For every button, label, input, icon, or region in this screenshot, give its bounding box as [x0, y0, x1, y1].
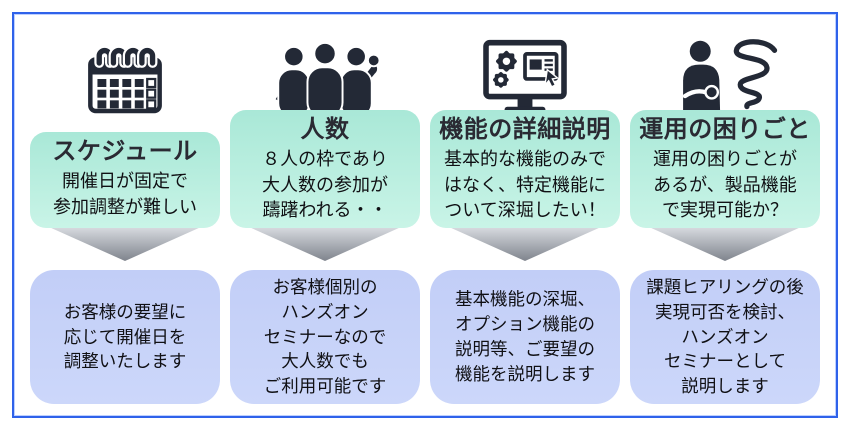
- calendar-icon: [30, 34, 220, 114]
- column-schedule: スケジュール 開催日が固定で 参加調整が難しい お客様の要望に 応じて開催日を …: [30, 34, 220, 416]
- column-title: スケジュール: [52, 138, 198, 165]
- monitor-gears-icon: [430, 34, 620, 115]
- blue-frame: スケジュール 開催日が固定で 参加調整が難しい お客様の要望に 応じて開催日を …: [12, 12, 838, 418]
- calendar-icon-svg: [88, 45, 162, 114]
- problem-box-feature-details: 機能の詳細説明 基本的な機能のみで はなく、特定機能に ついて深堀したい！: [430, 110, 620, 228]
- monitor-gears-icon-svg: [483, 39, 567, 115]
- problem-text: 運用の困りごとが あるが、製品機能 で実現可能か？: [653, 149, 797, 221]
- column-title: 運用の困りごと: [639, 116, 811, 143]
- column-title: 機能の詳細説明: [439, 116, 611, 143]
- solution-text: お客様の要望に 応じて開催日を 調整いたします: [63, 301, 187, 372]
- solution-box-headcount: お客様個別の ハンズオン セミナーなので 大人数でも ご利用可能です: [230, 270, 420, 404]
- people-icon-svg: [272, 41, 381, 117]
- problem-text: 基本的な機能のみで はなく、特定機能に ついて深堀したい！: [444, 149, 606, 221]
- problem-box-schedule: スケジュール 開催日が固定で 参加調整が難しい: [30, 132, 220, 228]
- columns-container: スケジュール 開催日が固定で 参加調整が難しい お客様の要望に 応じて開催日を …: [14, 14, 836, 416]
- down-arrow-icon: [49, 227, 201, 261]
- solution-box-feature-details: 基本機能の深堀、 オプション機能の 説明等、ご要望の 機能を説明します: [430, 270, 620, 404]
- solution-box-operations: 課題ヒアリングの後 実現可否を検討、 ハンズオン セミナーとして 説明します: [630, 270, 820, 404]
- spacer: [630, 262, 820, 270]
- confused-person-icon-svg: [682, 39, 778, 117]
- down-arrow-icon: [449, 227, 601, 261]
- spacer: [30, 262, 220, 270]
- problem-box-operations: 運用の困りごと 運用の困りごとが あるが、製品機能 で実現可能か？: [630, 110, 820, 228]
- down-arrow-icon: [649, 227, 801, 261]
- problem-text: ８人の枠であり 大人数の参加が 躊躇われる・・: [262, 149, 388, 221]
- down-arrow-icon: [249, 227, 401, 261]
- solution-text: 課題ヒアリングの後 実現可否を検討、 ハンズオン セミナーとして 説明します: [646, 276, 804, 397]
- solution-text: お客様個別の ハンズオン セミナーなので 大人数でも ご利用可能です: [263, 276, 387, 397]
- people-icon: [230, 34, 420, 117]
- problem-text: 開催日が固定で 参加調整が難しい: [53, 171, 197, 217]
- solution-text: 基本機能の深堀、 オプション機能の 説明等、ご要望の 機能を説明します: [455, 289, 595, 384]
- column-title: 人数: [300, 116, 350, 143]
- problem-box-headcount: 人数 ８人の枠であり 大人数の参加が 躊躇われる・・: [230, 110, 420, 228]
- column-headcount: 人数 ８人の枠であり 大人数の参加が 躊躇われる・・ お客様個別の ハンズオン …: [230, 34, 420, 416]
- spacer: [230, 262, 420, 270]
- confused-person-icon: [630, 34, 820, 117]
- solution-box-schedule: お客様の要望に 応じて開催日を 調整いたします: [30, 270, 220, 404]
- column-feature-details: 機能の詳細説明 基本的な機能のみで はなく、特定機能に ついて深堀したい！ 基本…: [430, 34, 620, 416]
- spacer: [430, 262, 620, 270]
- column-operations: 運用の困りごと 運用の困りごとが あるが、製品機能 で実現可能か？ 課題ヒアリン…: [630, 34, 820, 416]
